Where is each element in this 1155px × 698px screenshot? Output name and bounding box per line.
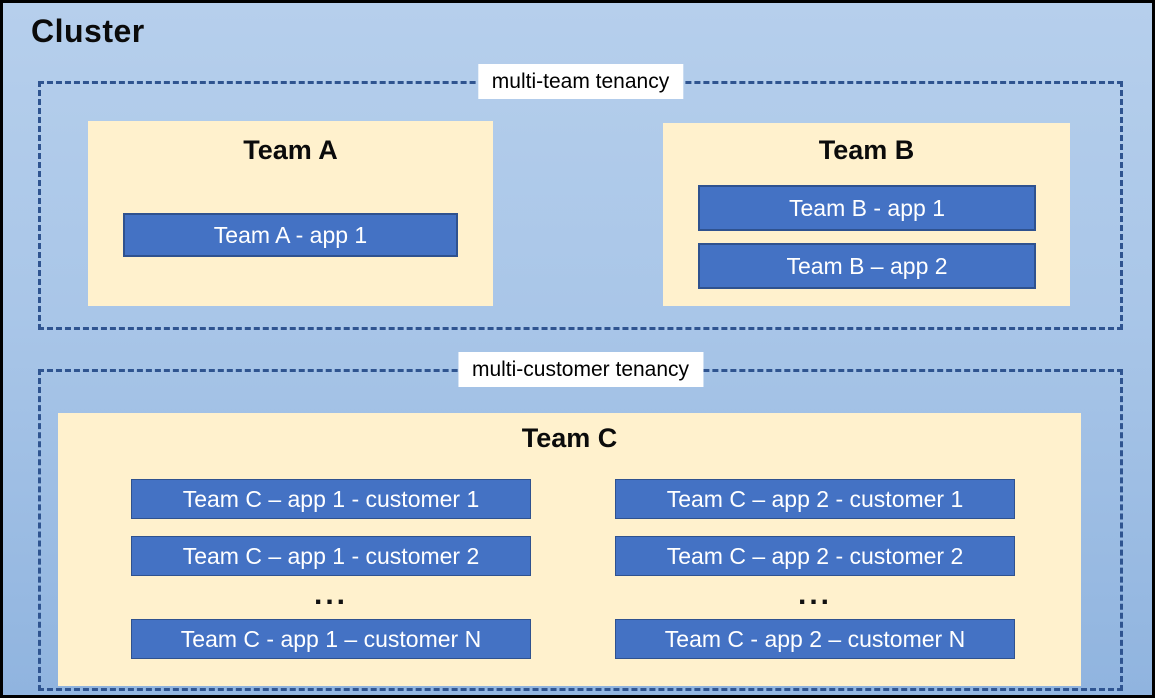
cluster-title: Cluster [31,13,145,49]
team-c-app1-customerN: Team C - app 1 – customer N [131,619,531,659]
team-c-app2-customer1: Team C – app 2 - customer 1 [615,479,1015,519]
team-c-app2-customerN: Team C - app 2 – customer N [615,619,1015,659]
team-a-title: Team A [243,135,338,165]
team-c-app1-customer1: Team C – app 1 - customer 1 [131,479,531,519]
team-c-app2-customer2: Team C – app 2 - customer 2 [615,536,1015,576]
team-b-title: Team B [818,135,915,165]
team-c-app1-column: Team C – app 1 - customer 1 Team C – app… [131,479,531,666]
team-b-box: Team B Team B - app 1 Team B – app 2 [663,123,1070,306]
team-c-app2-ellipsis: ... [797,578,832,611]
team-a-app-1: Team A - app 1 [123,213,458,257]
team-c-app1-customer2: Team C – app 1 - customer 2 [131,536,531,576]
multi-team-tenancy-label: multi-team tenancy [477,64,684,99]
multi-customer-tenancy-label: multi-customer tenancy [457,352,704,387]
team-c-title: Team C [521,423,618,453]
multi-customer-tenancy-group: multi-customer tenancy Team C Team C – a… [38,352,1123,691]
team-b-app-1: Team B - app 1 [698,185,1036,231]
team-c-box: Team C Team C – app 1 - customer 1 Team … [58,413,1081,686]
team-c-app2-column: Team C – app 2 - customer 1 Team C – app… [615,479,1015,666]
team-a-box: Team A Team A - app 1 [88,121,493,306]
multi-team-tenancy-group: multi-team tenancy Team A Team A - app 1… [38,64,1123,330]
team-b-app-2: Team B – app 2 [698,243,1036,289]
team-c-app1-ellipsis: ... [313,578,348,611]
